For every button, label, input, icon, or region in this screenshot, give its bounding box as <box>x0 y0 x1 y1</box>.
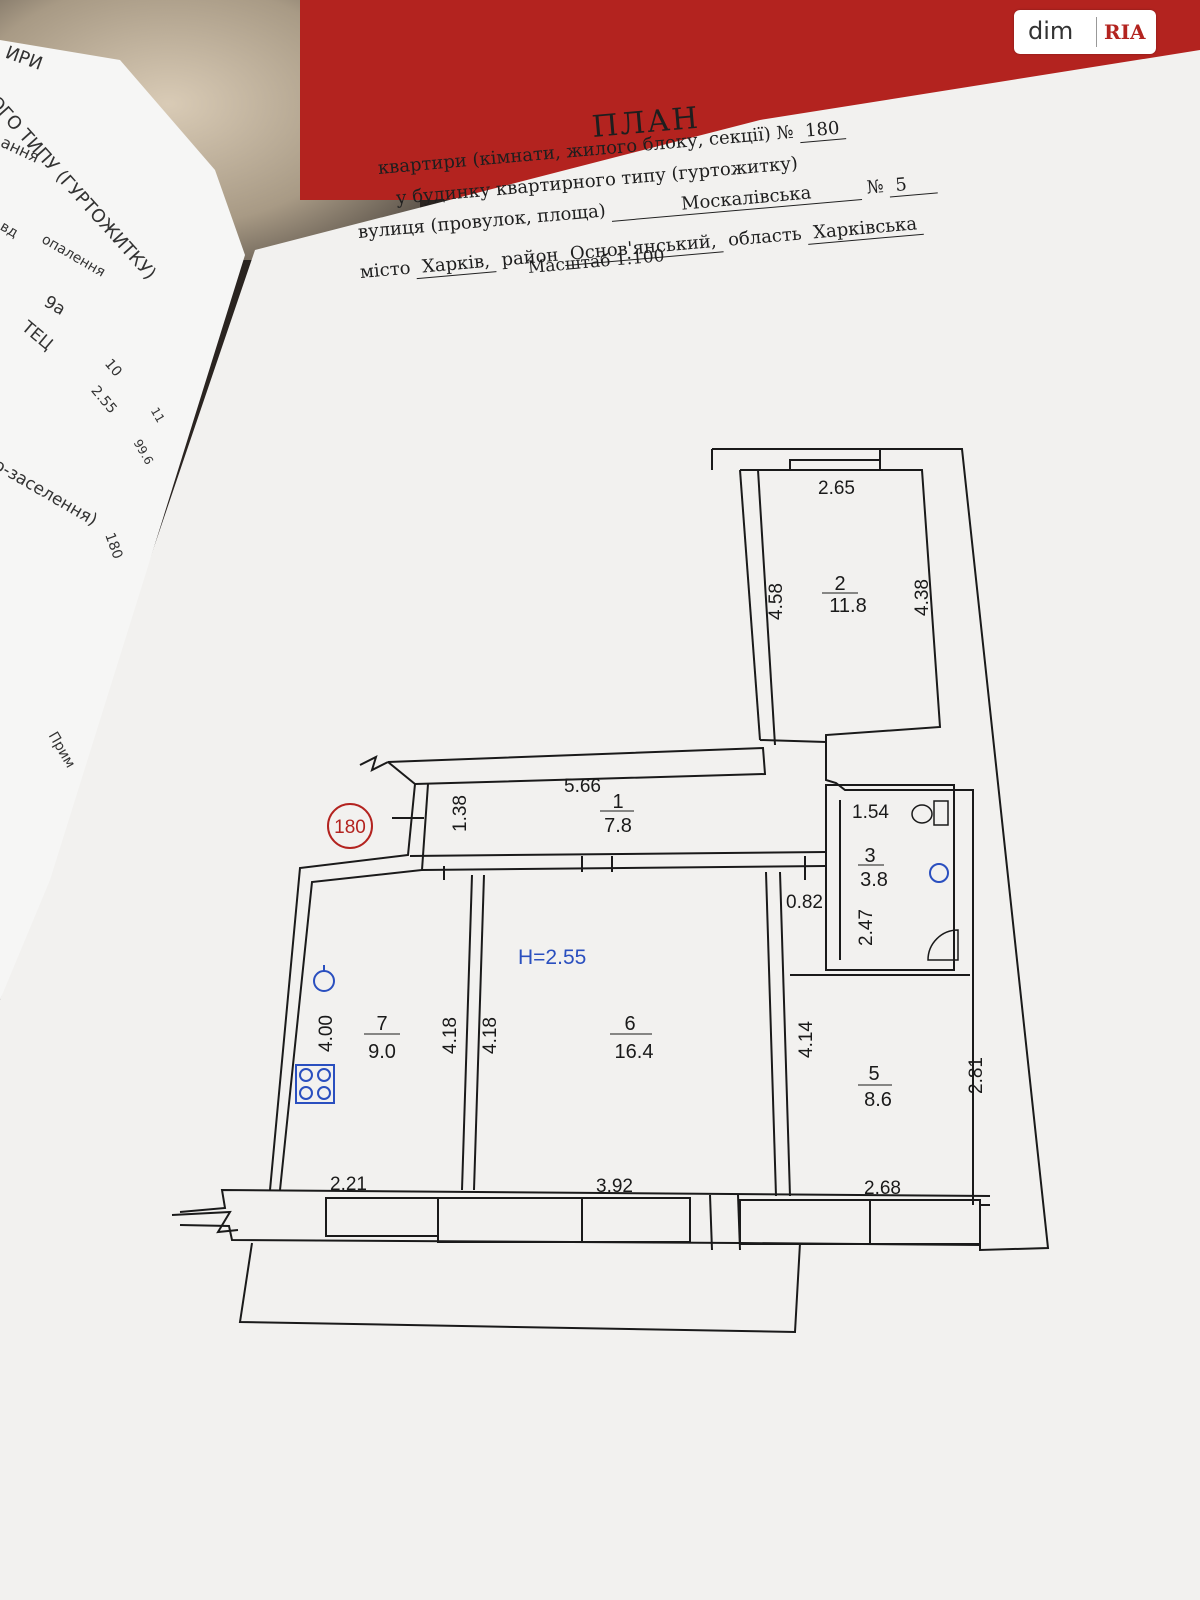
room-area: 9.0 <box>368 1041 396 1063</box>
stove-burner-icon <box>299 1068 313 1082</box>
wall-room2-west <box>739 469 761 741</box>
balcony-door-line-2 <box>737 1194 741 1251</box>
wall-room2-west-inner <box>757 469 776 746</box>
logo-ria-text: RIA <box>1104 20 1146 44</box>
pier-2 <box>739 1199 871 1245</box>
ceiling-height: H=2.55 <box>518 946 586 969</box>
dimension-label: 2.81 <box>966 1057 987 1094</box>
stove-icon <box>295 1064 335 1104</box>
outer-wall-east <box>712 448 1050 1252</box>
apartment-marker-circle <box>327 803 373 849</box>
room-number: 7 <box>376 1013 387 1035</box>
wall-room6-room5 <box>765 871 777 1197</box>
sink-icon <box>313 970 335 992</box>
washbasin-icon <box>929 863 949 883</box>
room-area: 8.6 <box>864 1089 892 1111</box>
partition-corridor <box>421 865 826 871</box>
stove-burner-icon <box>317 1068 331 1082</box>
window-top <box>740 459 880 471</box>
wall-room7-room6 <box>461 874 473 1191</box>
wall-break-symbol <box>359 755 389 772</box>
room-number: 6 <box>624 1013 635 1035</box>
dimension-label: 1.54 <box>852 802 889 823</box>
dimension-label: 4.18 <box>480 1017 501 1054</box>
dimension-label: 4.58 <box>766 583 787 620</box>
dimension-label: 1.38 <box>450 795 471 832</box>
wall-room2-south <box>759 739 827 743</box>
pier-1 <box>437 1197 583 1243</box>
window-room5 <box>869 1199 981 1245</box>
room-number: 2 <box>834 573 845 595</box>
dim-ria-logo[interactable]: dim RIA <box>1014 10 1156 54</box>
room-number: 5 <box>868 1063 879 1085</box>
corridor-wall-end <box>387 761 416 785</box>
dimension-label: 4.18 <box>440 1017 461 1054</box>
south-wall-inner <box>179 1188 991 1213</box>
room-area: 16.4 <box>615 1041 654 1063</box>
room-number: 3 <box>864 845 875 867</box>
room-area: 11.8 <box>829 595 866 617</box>
room-number: 1 <box>612 791 623 813</box>
stove-burner-icon <box>299 1086 313 1100</box>
window-room7 <box>325 1197 439 1237</box>
logo-divider <box>1096 17 1097 47</box>
room-area: 7.8 <box>604 815 632 837</box>
dimension-label: 3.92 <box>596 1176 633 1197</box>
west-wall-outer <box>269 783 416 1191</box>
wall-room2-east <box>825 449 974 1205</box>
corridor-north-wall <box>387 746 767 785</box>
dimension-label: 2.68 <box>864 1178 901 1199</box>
dimension-label: 4.00 <box>316 1015 337 1052</box>
wall-room6-room5-inner <box>779 871 791 1197</box>
dimension-label: 4.14 <box>796 1021 817 1058</box>
room-area: 3.8 <box>860 869 888 891</box>
window-room6 <box>581 1197 691 1243</box>
apartment-marker: 180 <box>334 817 366 838</box>
logo-dim-text: dim <box>1028 17 1074 45</box>
balcony-door-line <box>709 1194 713 1251</box>
dimension-label: 2.21 <box>330 1174 367 1195</box>
stove-burner-icon <box>317 1086 331 1100</box>
partition-corridor-2 <box>409 851 827 857</box>
bathroom-outline <box>825 784 955 971</box>
dimension-label: 5.66 <box>564 776 601 797</box>
wall-break-symbol-2 <box>171 1210 239 1234</box>
west-wall-inner <box>279 783 429 1191</box>
wall-room7-room6-inner <box>473 874 485 1191</box>
dimension-label: 4.38 <box>912 579 933 616</box>
toilet-tank-icon <box>933 800 949 826</box>
toilet-icon <box>911 804 933 824</box>
shower-icon <box>927 929 959 961</box>
balcony-outline <box>238 1242 801 1334</box>
dimension-label: 2.65 <box>818 478 855 499</box>
dimension-label: 0.82 <box>786 892 823 913</box>
dimension-label: 2.47 <box>856 909 877 946</box>
